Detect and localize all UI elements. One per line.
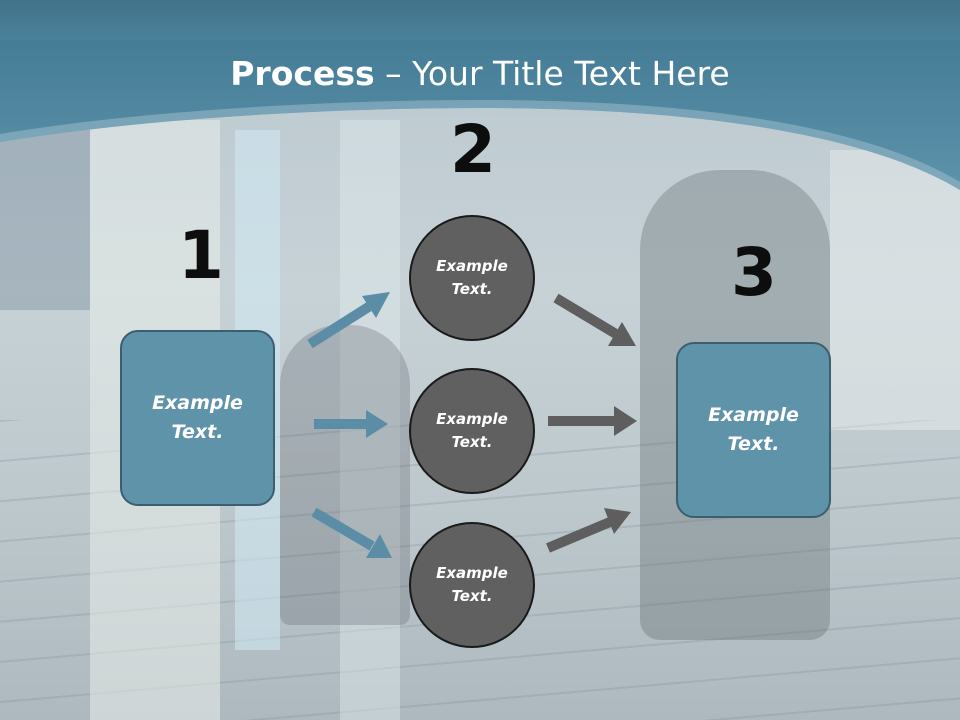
step-1-box: Example Text. — [120, 330, 275, 506]
step-2-circle-bottom: Example Text. — [409, 522, 535, 648]
step-2-circle-middle: Example Text. — [409, 368, 535, 494]
arrow-to-middle-circle — [314, 410, 388, 438]
arrow-from-bottom-circle — [546, 508, 631, 553]
title-strong: Process — [230, 54, 375, 93]
arrow-from-middle-circle — [548, 406, 637, 436]
background-silhouette — [280, 325, 410, 625]
header-band-top — [0, 0, 960, 40]
background-wall — [830, 150, 960, 430]
step-number-2: 2 — [450, 111, 496, 188]
step-number-3: 3 — [731, 234, 777, 311]
slide-title: Process – Your Title Text Here — [0, 52, 960, 96]
step-3-box: Example Text. — [676, 342, 831, 518]
circle-text: Example Text. — [436, 410, 508, 451]
title-rest: – Your Title Text Here — [374, 54, 730, 93]
header-band-shape — [0, 0, 960, 190]
background-window-left — [0, 130, 90, 310]
arrow-to-top-circle — [307, 292, 390, 349]
step-1-text: Example Text. — [152, 392, 243, 443]
arrow-to-bottom-circle — [311, 507, 392, 558]
arrow-from-top-circle — [553, 293, 636, 346]
circle-text: Example Text. — [436, 564, 508, 605]
header-band — [0, 0, 960, 190]
step-2-circle-top: Example Text. — [409, 215, 535, 341]
circle-text: Example Text. — [436, 257, 508, 298]
step-number-1: 1 — [178, 217, 224, 294]
step-3-text: Example Text. — [708, 404, 799, 455]
